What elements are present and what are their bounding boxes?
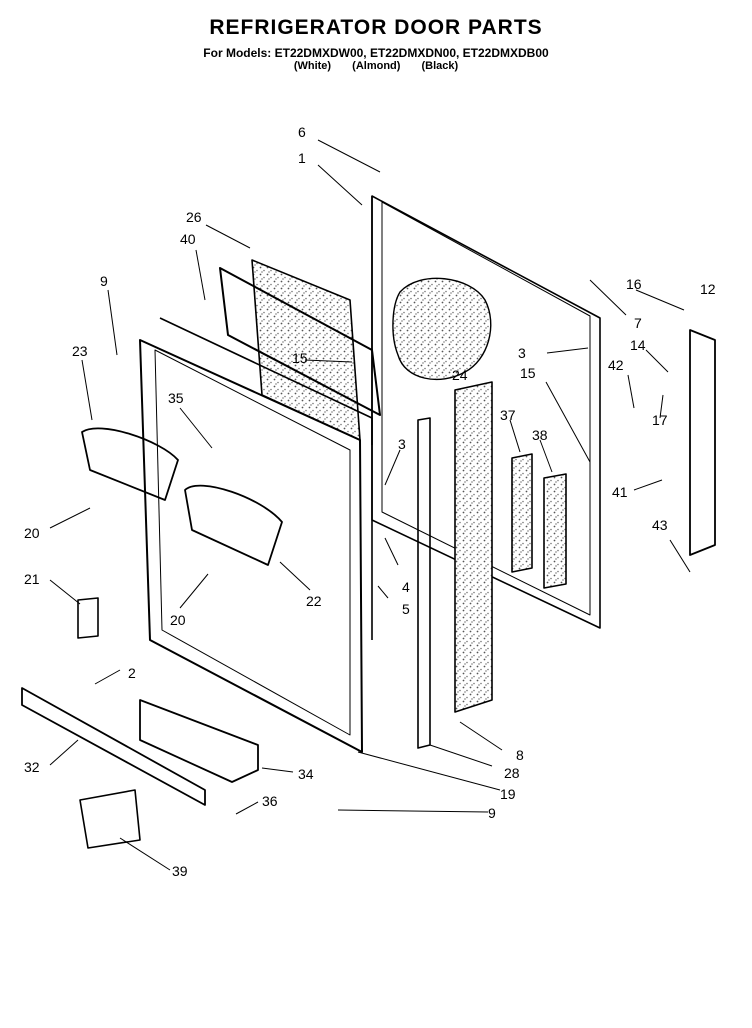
callout-label: 22 <box>306 593 322 609</box>
callout-label: 19 <box>500 786 516 802</box>
callout-label: 24 <box>452 367 468 383</box>
tray-39 <box>79 789 141 849</box>
foam-block-37 <box>511 453 533 573</box>
callout-label: 9 <box>100 273 108 289</box>
callout-label: 7 <box>634 315 642 331</box>
callout-label: 1 <box>298 150 306 166</box>
door-bin <box>139 699 259 783</box>
dairy-cover-lower <box>184 484 283 566</box>
callout-label: 40 <box>180 231 196 247</box>
callout-label: 28 <box>504 765 520 781</box>
callout-label: 9 <box>488 805 496 821</box>
color-variants: (White) (Almond) (Black) <box>0 60 752 72</box>
callout-label: 42 <box>608 357 624 373</box>
shelf-bar <box>21 687 206 806</box>
insulation-patch <box>392 277 492 380</box>
callout-label: 37 <box>500 407 516 423</box>
model-numbers: For Models: ET22DMXDW00, ET22DMXDN00, ET… <box>203 46 549 60</box>
leader-lines <box>49 139 691 871</box>
callout-label: 15 <box>292 350 308 366</box>
callout-label: 32 <box>24 759 40 775</box>
diagram-title: REFRIGERATOR DOOR PARTS <box>209 16 543 39</box>
callout-label: 8 <box>516 747 524 763</box>
callout-label: 15 <box>520 365 536 381</box>
callout-label: 39 <box>172 863 188 879</box>
callout-label: 3 <box>518 345 526 361</box>
callout-label: 26 <box>186 209 202 225</box>
callout-label: 17 <box>652 412 668 428</box>
callout-label: 34 <box>298 766 314 782</box>
dairy-cover-upper <box>81 427 179 501</box>
variant-white: (White) <box>293 60 332 72</box>
side-trim-strip <box>454 381 493 713</box>
callout-label: 41 <box>612 484 628 500</box>
callout-label: 20 <box>170 612 186 628</box>
inner-door-liner <box>139 317 373 753</box>
callout-label: 36 <box>262 793 278 809</box>
callout-label: 16 <box>626 276 642 292</box>
variant-black: (Black) <box>421 60 459 72</box>
callout-label: 5 <box>402 601 410 617</box>
callout-label: 20 <box>24 525 40 541</box>
callout-label: 14 <box>630 337 646 353</box>
breaker-strip <box>417 417 431 749</box>
foam-block-38 <box>543 473 567 589</box>
callout-label: 3 <box>398 436 406 452</box>
callout-label: 12 <box>700 281 716 297</box>
bracket-21 <box>77 597 99 639</box>
callout-label: 43 <box>652 517 668 533</box>
callout-label: 23 <box>72 343 88 359</box>
callout-label: 38 <box>532 427 548 443</box>
callout-label: 6 <box>298 124 306 140</box>
callout-label: 21 <box>24 571 40 587</box>
callout-label: 2 <box>128 665 136 681</box>
callout-label: 35 <box>168 390 184 406</box>
callout-label: 4 <box>402 579 410 595</box>
door-gasket <box>219 267 381 416</box>
callout-labels: 1 2 3 3 4 5 6 7 8 9 9 12 14 15 15 16 17 … <box>24 124 716 879</box>
door-handle <box>689 329 716 556</box>
variant-almond: (Almond) <box>352 60 401 72</box>
